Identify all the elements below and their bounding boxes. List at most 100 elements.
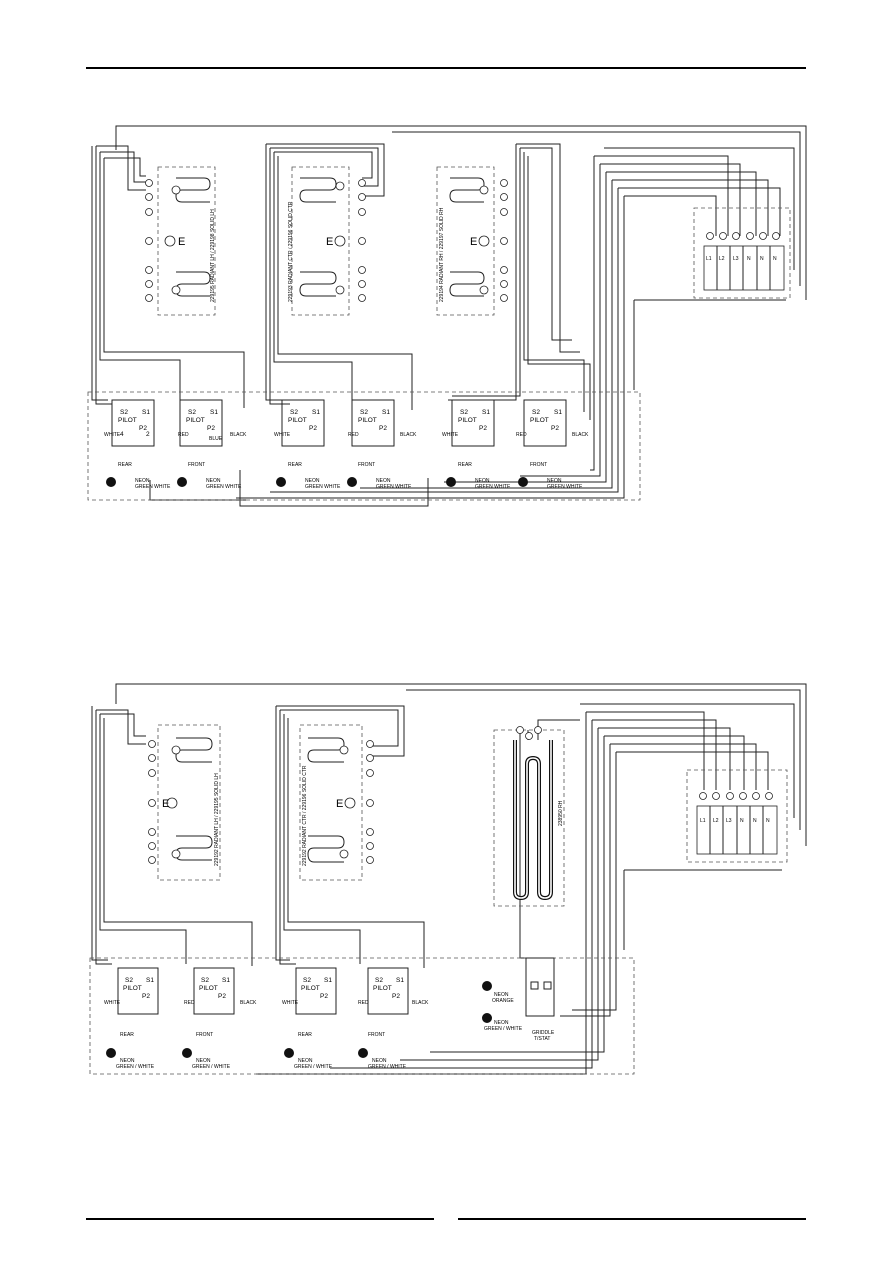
tb-bottom-n3: N bbox=[766, 818, 770, 824]
switch-top-4: S2 S1 PILOT P2 RED BLACK FRONT NEON GREE… bbox=[347, 399, 417, 490]
s1-label: S1 bbox=[324, 977, 332, 984]
element-top-right: E 229194 RADIANT RH / 229197 SOLID RH bbox=[436, 166, 508, 316]
griddle-element: 238950 RH bbox=[493, 726, 565, 907]
front-label: FRONT bbox=[368, 1032, 385, 1038]
switch-top-2: S2 S1 PILOT P2 RED BLUE BLACK FRONT NEON… bbox=[177, 399, 247, 490]
switch-bottom-3: S2 S1 PILOT P2 WHITE REAR NEON GREEN / W… bbox=[282, 967, 337, 1070]
switch-bottom-2: S2 S1 PILOT P2 RED BLACK FRONT NEON GREE… bbox=[182, 967, 257, 1070]
p2-label: P2 bbox=[207, 425, 215, 432]
red-label: RED bbox=[348, 432, 359, 438]
tb-bottom-l1: L1 bbox=[700, 818, 706, 824]
neon-label: NEON bbox=[547, 478, 562, 484]
element-top-left: E 229195 RADIANT LH / 229198 SOLID LH bbox=[145, 166, 216, 316]
white-label: WHITE bbox=[274, 432, 291, 438]
s1-label: S1 bbox=[482, 409, 490, 416]
neon-colour: GREEN WHITE bbox=[547, 484, 583, 490]
griddle-controls: NEON ORANGE NEON GREEN / WHITE GRIDDLE T… bbox=[482, 957, 555, 1042]
pilot-label: PILOT bbox=[288, 417, 307, 424]
pilot-label: PILOT bbox=[199, 985, 218, 992]
p2-label: P2 bbox=[379, 425, 387, 432]
tb-bottom-l3: L3 bbox=[726, 818, 732, 824]
s2-label: S2 bbox=[532, 409, 540, 416]
neon-label: NEON bbox=[475, 478, 490, 484]
element-label-2: 229193 RADIANT CTR / 229196 SOLID CTR bbox=[288, 201, 294, 302]
neon-colour: GREEN / WHITE bbox=[368, 1064, 407, 1070]
red-label: RED bbox=[358, 1000, 369, 1006]
pilot-label: PILOT bbox=[458, 417, 477, 424]
tb-top-n1: N bbox=[747, 256, 751, 262]
neon-colour: GREEN / WHITE bbox=[294, 1064, 333, 1070]
switch-panel-bottom: S2 S1 PILOT P2 WHITE REAR NEON GREEN / W… bbox=[89, 957, 635, 1075]
p2-label: P2 bbox=[142, 993, 150, 1000]
tb-top-l3: L3 bbox=[733, 256, 739, 262]
white-label: WHITE bbox=[282, 1000, 299, 1006]
p2-label: P2 bbox=[320, 993, 328, 1000]
neon-label: NEON bbox=[206, 478, 221, 484]
terminal-block-bottom: L1 L2 L3 N N N bbox=[686, 769, 788, 863]
earth-label-b2: E bbox=[336, 798, 343, 810]
s1-label: S1 bbox=[222, 977, 230, 984]
griddle-stat-sub: T/STAT bbox=[534, 1036, 550, 1042]
s1-label: S1 bbox=[396, 977, 404, 984]
white-label: WHITE bbox=[104, 432, 121, 438]
element-label-b2: 229192 RADIANT CTR / 229196 SOLID CTR bbox=[302, 765, 308, 866]
rear-label: REAR bbox=[118, 462, 132, 468]
black-label: BLACK bbox=[230, 432, 247, 438]
s2-label: S2 bbox=[290, 409, 298, 416]
s2-label: S2 bbox=[188, 409, 196, 416]
tb-top-n3: N bbox=[773, 256, 777, 262]
front-label: FRONT bbox=[196, 1032, 213, 1038]
element-label-1: 229195 RADIANT LH / 229198 SOLID LH bbox=[210, 209, 216, 302]
s2-label: S2 bbox=[303, 977, 311, 984]
s2-label: S2 bbox=[120, 409, 128, 416]
element-label-b1: 229192 RADIANT LH / 229195 SOLID LH bbox=[214, 773, 220, 866]
element-top-center: E 229193 RADIANT CTR / 229196 SOLID CTR bbox=[288, 166, 366, 316]
s1-label: S1 bbox=[312, 409, 320, 416]
front-label: FRONT bbox=[530, 462, 547, 468]
pilot-label: PILOT bbox=[123, 985, 142, 992]
switch-top-1: S2 S1 PILOT P2 4 2 WHITE REAR NEON GREEN… bbox=[104, 399, 171, 490]
rear-label: REAR bbox=[298, 1032, 312, 1038]
white-label: WHITE bbox=[442, 432, 459, 438]
s2-label: S2 bbox=[125, 977, 133, 984]
p2-label: P2 bbox=[392, 993, 400, 1000]
neon-label: NEON bbox=[305, 478, 320, 484]
s1-label: S1 bbox=[554, 409, 562, 416]
neon-label: NEON bbox=[372, 1058, 387, 1064]
switch-top-5: S2 S1 PILOT P2 WHITE REAR NEON GREEN WHI… bbox=[442, 399, 511, 490]
earth-label-b1: E bbox=[162, 798, 169, 810]
neon-orange-label: NEON bbox=[494, 992, 509, 998]
tb-bottom-n2: N bbox=[753, 818, 757, 824]
front-label: FRONT bbox=[358, 462, 375, 468]
element-label-3: 229194 RADIANT RH / 229197 SOLID RH bbox=[439, 207, 445, 302]
p2-label: P2 bbox=[551, 425, 559, 432]
terminal-block-top: L1 L2 L3 N N N bbox=[693, 207, 791, 299]
earth-label-1: E bbox=[178, 236, 185, 248]
switch-bottom-4: S2 S1 PILOT P2 RED BLACK FRONT NEON GREE… bbox=[358, 967, 429, 1070]
element-bottom-center: E 229192 RADIANT CTR / 229196 SOLID CTR bbox=[299, 724, 374, 881]
earth-label-3: E bbox=[470, 236, 477, 248]
neon-colour: GREEN WHITE bbox=[135, 484, 171, 490]
s1-label: S1 bbox=[142, 409, 150, 416]
pilot-label: PILOT bbox=[373, 985, 392, 992]
front-label: FRONT bbox=[188, 462, 205, 468]
pilot-label: PILOT bbox=[186, 417, 205, 424]
s2-label: S2 bbox=[201, 977, 209, 984]
neon-colour: GREEN / WHITE bbox=[116, 1064, 155, 1070]
top-wiring-diagram bbox=[91, 125, 807, 507]
tb-bottom-n1: N bbox=[740, 818, 744, 824]
neon-colour: GREEN WHITE bbox=[475, 484, 511, 490]
neon-colour: GREEN WHITE bbox=[206, 484, 242, 490]
neon-colour: GREEN / WHITE bbox=[192, 1064, 231, 1070]
rear-label: REAR bbox=[288, 462, 302, 468]
p2-label: P2 bbox=[218, 993, 226, 1000]
two-label: 2 bbox=[146, 431, 150, 438]
switch-top-3: S2 S1 PILOT P2 WHITE REAR NEON GREEN WHI… bbox=[274, 399, 341, 490]
neon-orange-colour: ORANGE bbox=[492, 998, 514, 1004]
four-label: 4 bbox=[120, 431, 124, 438]
neon-colour: GREEN WHITE bbox=[376, 484, 412, 490]
neon-label: NEON bbox=[196, 1058, 211, 1064]
neon-green-label: NEON bbox=[494, 1020, 509, 1026]
pilot-label: PILOT bbox=[530, 417, 549, 424]
tb-top-l1: L1 bbox=[706, 256, 712, 262]
